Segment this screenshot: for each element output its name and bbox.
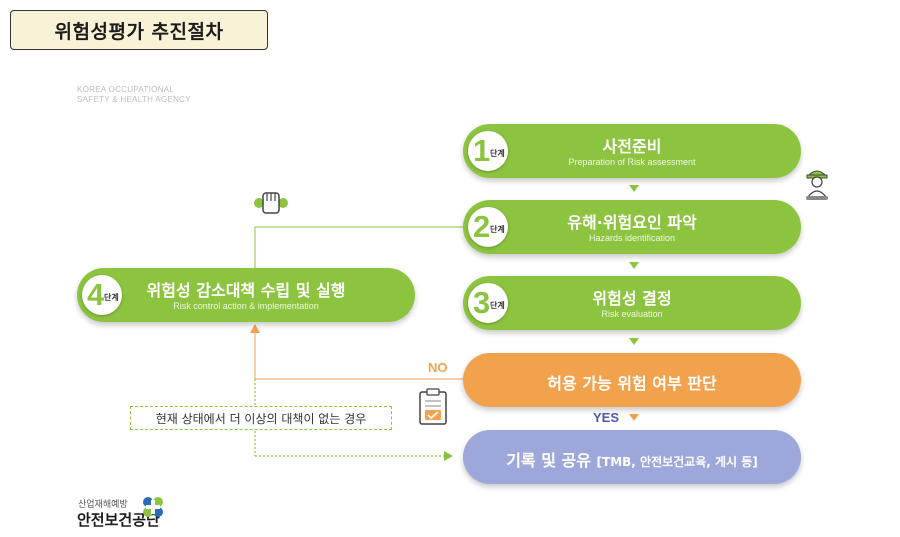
decision-title: 허용 가능 위험 여부 판단 xyxy=(547,374,717,393)
step-1-title: 사전준비 xyxy=(602,137,662,156)
step-3-subtitle: Risk evaluation xyxy=(601,309,663,319)
step-2-title: 유해·위험요인 파악 xyxy=(567,213,697,232)
step-3-title: 위험성 결정 xyxy=(592,289,672,308)
step-4-pill: 4 단계 위험성 감소대책 수립 및 실행 Risk control actio… xyxy=(77,268,415,322)
step-3-badge: 3 단계 xyxy=(468,283,508,323)
step-4-badge: 4 단계 xyxy=(82,275,122,315)
no-label: NO xyxy=(428,360,448,375)
arrow-decision-record xyxy=(629,414,639,421)
arrow-3-decision xyxy=(629,338,639,345)
step-2-pill: 2 단계 유해·위험요인 파악 Hazards identification xyxy=(463,200,801,254)
agency-wordmark: KOREA OCCUPATIONAL SAFETY & HEALTH AGENC… xyxy=(77,85,191,104)
page-title: 위험성평가 추진절차 xyxy=(10,10,268,50)
step-4-title: 위험성 감소대책 수립 및 실행 xyxy=(146,281,346,300)
clipboard-check-icon xyxy=(419,388,447,425)
wrench-fist-icon xyxy=(254,192,288,214)
worker-icon xyxy=(806,170,828,200)
arrow-no-up xyxy=(250,324,260,333)
arrow-1-2 xyxy=(629,185,639,192)
kosha-logo-icon xyxy=(143,497,163,517)
step-3-pill: 3 단계 위험성 결정 Risk evaluation xyxy=(463,276,801,330)
arrow-dotted-right xyxy=(444,451,453,461)
step-1-badge: 1 단계 xyxy=(468,131,508,171)
step-2-subtitle: Hazards identification xyxy=(588,233,676,243)
step-2-badge: 2 단계 xyxy=(468,207,508,247)
record-detail: [TMB, 안전보건교육, 게시 등] xyxy=(596,455,758,469)
yes-label: YES xyxy=(593,410,620,425)
step-1-subtitle: Preparation of Risk assessment xyxy=(568,157,696,167)
step-4-subtitle: Risk control action & implementation xyxy=(173,301,319,311)
decision-pill: 허용 가능 위험 여부 판단 xyxy=(463,353,801,407)
no-further-measure-box: 현재 상태에서 더 이상의 대책이 없는 경우 xyxy=(130,406,392,430)
step-1-pill: 1 단계 사전준비 Preparation of Risk assessment xyxy=(463,124,801,178)
record-title: 기록 및 공유 [TMB, 안전보건교육, 게시 등] xyxy=(506,451,758,470)
record-pill: 기록 및 공유 [TMB, 안전보건교육, 게시 등] xyxy=(463,430,801,484)
logo-main-text: 안전보건공단 xyxy=(77,511,160,529)
arrow-2-3 xyxy=(629,262,639,269)
logo-small-text: 산업재해예방 xyxy=(78,500,128,510)
